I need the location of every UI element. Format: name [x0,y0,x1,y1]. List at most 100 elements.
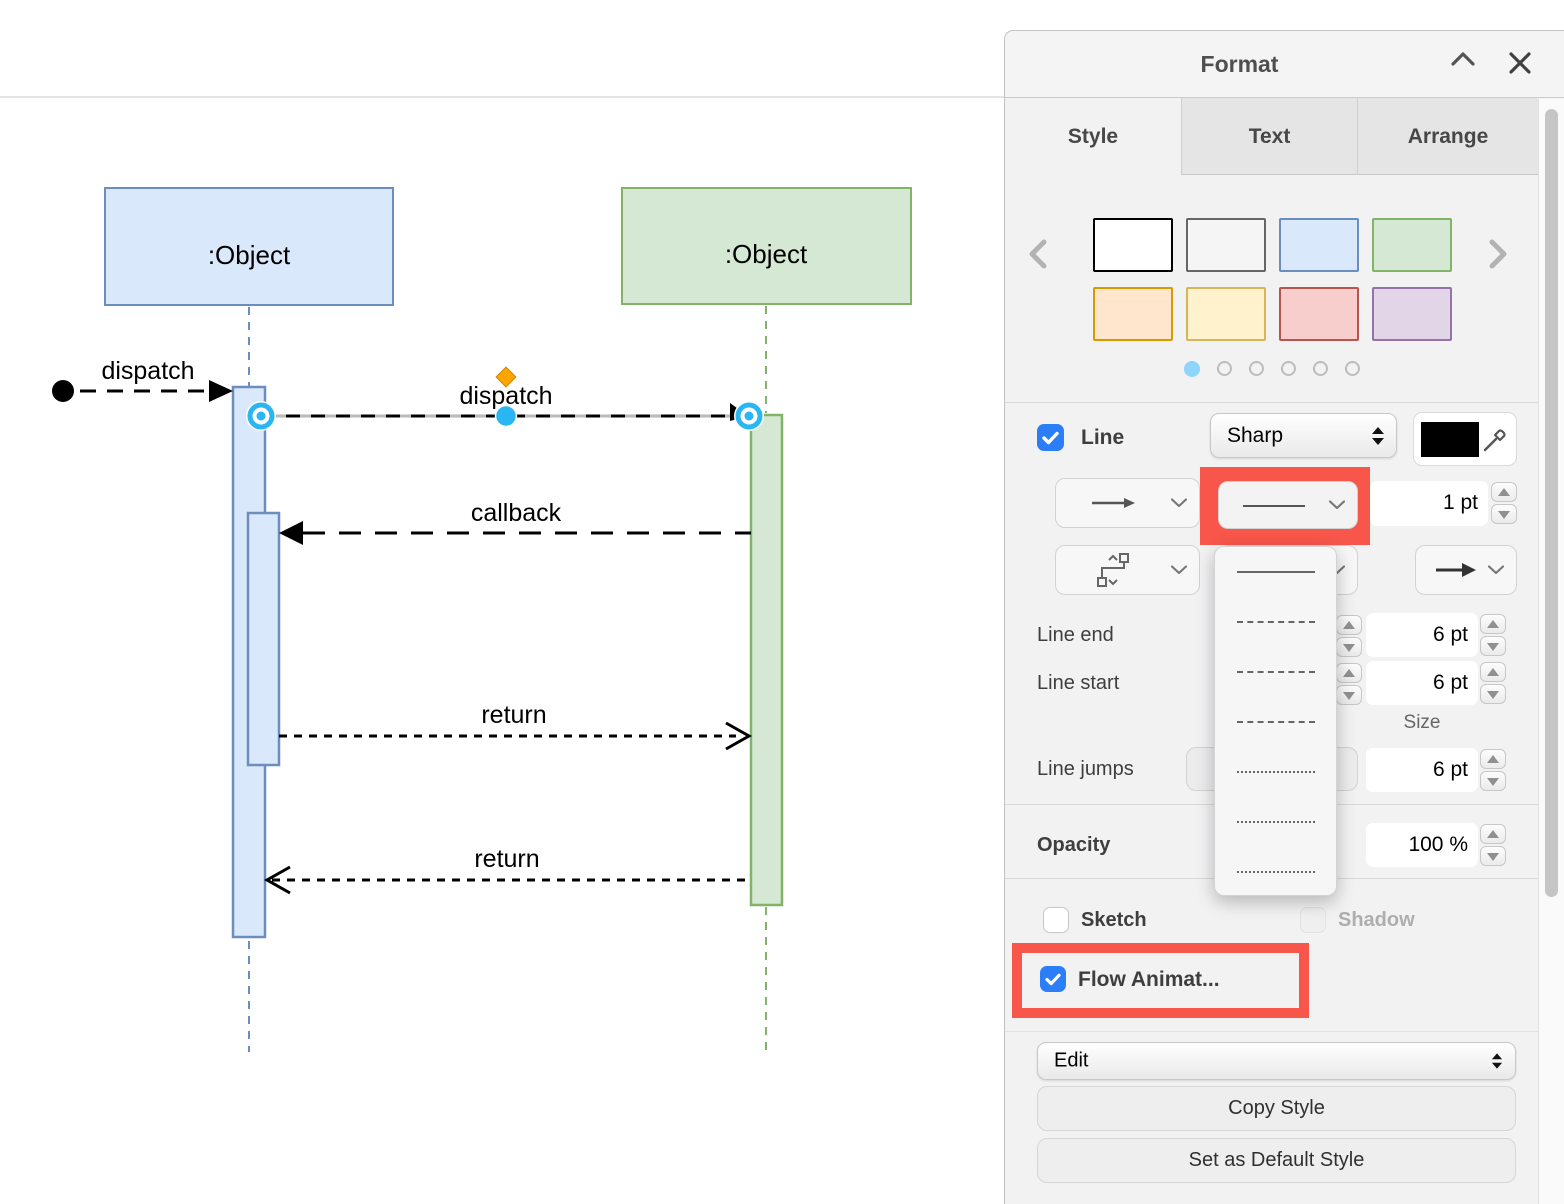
line-end-label: Line end [1037,624,1114,647]
message-return-1-label[interactable]: return [481,701,546,729]
sketch-checkbox[interactable] [1043,907,1069,933]
line-style-option-dotted-2[interactable] [1215,797,1336,847]
line-style-solid-sample [1243,505,1305,507]
stepper-down-button[interactable] [1336,637,1362,657]
stepper-up-button[interactable] [1336,663,1362,683]
style-swatch-gray[interactable] [1186,218,1266,272]
line-style-dropdown[interactable] [1218,481,1358,529]
activation-bar-left-nested[interactable] [248,513,279,765]
line-style-option-solid[interactable] [1215,547,1336,597]
found-message-endpoint[interactable] [52,380,74,402]
flow-animation-checkbox[interactable] [1040,966,1066,992]
waypoints-dropdown[interactable] [1055,545,1200,595]
swatch-page-dot-6[interactable] [1345,361,1360,376]
divider [1005,1031,1538,1032]
line-corner-style-select[interactable]: Sharp [1210,413,1397,458]
stepper-up-button[interactable] [1336,615,1362,635]
stepper-down-button[interactable] [1480,846,1506,866]
line-end-arrow-stepper[interactable] [1336,615,1362,659]
line-width-stepper[interactable] [1491,482,1517,526]
edit-style-value: Edit [1054,1050,1088,1073]
line-jumps-label: Line jumps [1037,758,1134,781]
stepper-down-button[interactable] [1491,504,1517,524]
message-dispatch-1-arrowhead [209,380,233,402]
line-label: Line [1081,426,1124,450]
line-color-chip [1421,422,1479,457]
swatch-page-dot-3[interactable] [1249,361,1264,376]
swatch-prev-icon[interactable] [1027,239,1053,269]
stepper-up-button[interactable] [1480,614,1506,634]
message-return-2-label[interactable]: return [474,845,539,873]
shadow-checkbox [1300,907,1326,933]
line-style-option-dotted-1[interactable] [1215,747,1336,797]
swatch-next-icon[interactable] [1487,239,1513,269]
arrow-end-dropdown[interactable] [1415,545,1517,595]
line-start-size-field[interactable]: 6 pt [1366,661,1478,705]
line-checkbox[interactable] [1037,424,1064,451]
message-dispatch-1-label[interactable]: dispatch [101,357,194,385]
edit-style-select[interactable]: Edit [1037,1042,1516,1080]
style-swatch-blue[interactable] [1279,218,1359,272]
line-jumps-size-stepper[interactable] [1480,749,1506,793]
swatch-page-dot-1[interactable] [1184,361,1200,377]
line-start-label: Line start [1037,672,1119,695]
stepper-up-button[interactable] [1480,749,1506,769]
style-swatch-white[interactable] [1093,218,1173,272]
stepper-up-button[interactable] [1480,824,1506,844]
copy-style-button[interactable]: Copy Style [1037,1086,1516,1131]
thin-arrow-icon [1090,496,1136,510]
opacity-stepper[interactable] [1480,824,1506,868]
style-swatch-red[interactable] [1279,287,1359,341]
line-start-size-stepper[interactable] [1480,662,1506,706]
line-jumps-size-field[interactable]: 6 pt [1366,748,1478,792]
style-swatch-green[interactable] [1372,218,1452,272]
line-style-option-dashed-2[interactable] [1215,647,1336,697]
message-callback-label[interactable]: callback [471,499,562,527]
tab-text[interactable]: Text [1181,98,1357,175]
connection-style-dropdown[interactable] [1055,478,1200,528]
line-width-field[interactable]: 1 pt [1370,481,1488,526]
shadow-label: Shadow [1338,909,1415,932]
line-start-arrow-stepper[interactable] [1336,663,1362,707]
stepper-up-button[interactable] [1491,482,1517,502]
chevron-down-icon [1329,501,1345,510]
line-style-option-dashed-3[interactable] [1215,697,1336,747]
sketch-label: Sketch [1081,909,1147,932]
opacity-field[interactable]: 100 % [1366,823,1478,867]
edge-midpoint-handle[interactable] [496,406,517,427]
line-style-option-dotted-3[interactable] [1215,847,1336,897]
stepper-down-button[interactable] [1480,684,1506,704]
line-end-size-stepper[interactable] [1480,614,1506,658]
divider [1005,402,1538,403]
activation-bar-right[interactable] [751,415,782,905]
actor-label-left: :Object [208,240,291,270]
style-swatch-yellow[interactable] [1186,287,1266,341]
size-caption: Size [1366,712,1478,734]
diagram-canvas[interactable]: :Object :Object dispatch dispatch [0,0,1005,1204]
style-swatch-purple[interactable] [1372,287,1452,341]
swatch-page-dot-4[interactable] [1281,361,1296,376]
tab-style[interactable]: Style [1005,98,1181,175]
stepper-down-button[interactable] [1480,636,1506,656]
line-end-size-field[interactable]: 6 pt [1366,613,1478,657]
style-swatch-orange[interactable] [1093,287,1173,341]
stepper-down-button[interactable] [1480,771,1506,791]
chevron-down-icon [1488,566,1504,575]
tab-arrange[interactable]: Arrange [1357,98,1538,175]
stepper-up-button[interactable] [1480,662,1506,682]
scrollbar-thumb[interactable] [1545,109,1558,897]
chevron-down-icon [1171,499,1187,508]
line-corner-style-value: Sharp [1227,424,1283,448]
line-color-button[interactable] [1413,412,1517,466]
swatch-page-dot-2[interactable] [1217,361,1232,376]
set-default-style-button[interactable]: Set as Default Style [1037,1138,1516,1183]
opacity-label: Opacity [1037,834,1110,857]
select-updown-icon [1372,427,1384,445]
line-style-menu [1214,546,1337,896]
swatch-page-dot-5[interactable] [1313,361,1328,376]
line-style-option-dashed-1[interactable] [1215,597,1336,647]
eyedropper-icon [1481,426,1509,454]
stepper-down-button[interactable] [1336,685,1362,705]
panel-scrollbar[interactable] [1538,99,1564,1204]
